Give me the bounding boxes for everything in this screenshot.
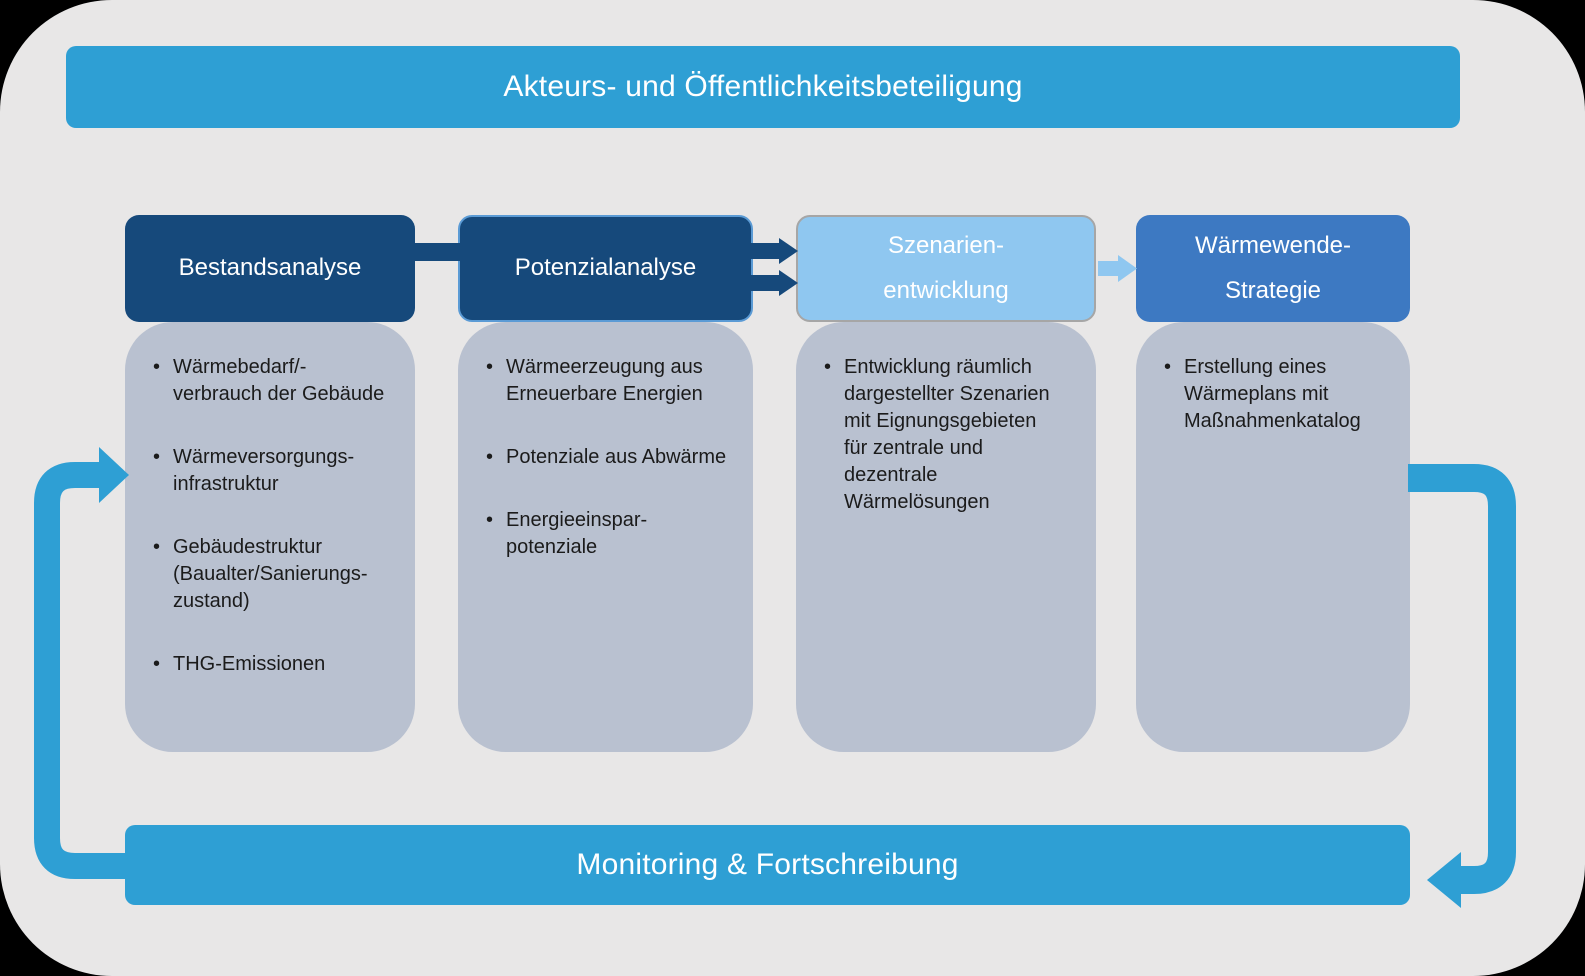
header-potenzialanalyse-label: Potenzialanalyse — [514, 254, 697, 282]
body-potenzialanalyse: Wärmeerzeugung aus Erneuerbare Energien … — [458, 322, 753, 752]
bottom-banner-label: Monitoring & Fortschreibung — [576, 848, 959, 881]
header-szenarien-line1: Szenarien- — [887, 231, 1005, 259]
header-waermewende-line2: Strategie — [1224, 276, 1322, 304]
strategie-bullet-list: Erstellung eines Wärmeplans mit Maßnahme… — [1162, 354, 1386, 435]
body-waermewende-strategie: Erstellung eines Wärmeplans mit Maßnahme… — [1136, 322, 1410, 752]
loop-arrow-left — [34, 447, 129, 879]
potenzialanalyse-bullet-list: Wärmeerzeugung aus Erneuerbare Energien … — [484, 354, 729, 561]
top-banner: Akteurs- und Öffentlichkeitsbeteiligung — [66, 46, 1460, 128]
bullet-waermeversorgung: Wärmeversorgungs- infrastruktur — [151, 444, 391, 498]
body-szenarienentwicklung: Entwicklung räumlich dargestellter Szena… — [796, 322, 1096, 752]
szenarien-bullet-list: Entwicklung räumlich dargestellter Szena… — [822, 354, 1056, 516]
header-szenarienentwicklung: Szenarien- entwicklung — [796, 215, 1096, 322]
header-waermewende-line1: Wärmewende- — [1194, 231, 1352, 259]
bottom-banner: Monitoring & Fortschreibung — [125, 825, 1410, 905]
header-szenarien-line2: entwicklung — [883, 276, 1009, 304]
header-bestandsanalyse-label: Bestandsanalyse — [178, 254, 362, 282]
connector-bar-col1-col2 — [412, 243, 462, 261]
arrow-col3-col4 — [1098, 255, 1137, 282]
bullet-gebaeudestruktur: Gebäudestruktur (Baualter/Sanierungs- zu… — [151, 534, 391, 615]
header-waermewende-strategie: Wärmewende- Strategie — [1136, 215, 1410, 322]
bullet-energieeinsparung: Energieeinspar- potenziale — [484, 507, 729, 561]
double-arrow-col2-col3 — [751, 238, 798, 296]
header-bestandsanalyse: Bestandsanalyse — [125, 215, 415, 322]
bullet-waermeplan: Erstellung eines Wärmeplans mit Maßnahme… — [1162, 354, 1386, 435]
top-banner-label: Akteurs- und Öffentlichkeitsbeteiligung — [503, 70, 1023, 103]
bestandsanalyse-bullet-list: Wärmebedarf/- verbrauch der Gebäude Wärm… — [151, 354, 391, 678]
loop-arrow-right — [1408, 464, 1516, 908]
header-potenzialanalyse: Potenzialanalyse — [458, 215, 753, 322]
bullet-waermebedarf: Wärmebedarf/- verbrauch der Gebäude — [151, 354, 391, 408]
bullet-thg-emissionen: THG-Emissionen — [151, 651, 391, 678]
bullet-szenarien: Entwicklung räumlich dargestellter Szena… — [822, 354, 1056, 516]
body-bestandsanalyse: Wärmebedarf/- verbrauch der Gebäude Wärm… — [125, 322, 415, 752]
bullet-waermeerzeugung: Wärmeerzeugung aus Erneuerbare Energien — [484, 354, 729, 408]
bullet-abwaerme: Potenziale aus Abwärme — [484, 444, 729, 471]
